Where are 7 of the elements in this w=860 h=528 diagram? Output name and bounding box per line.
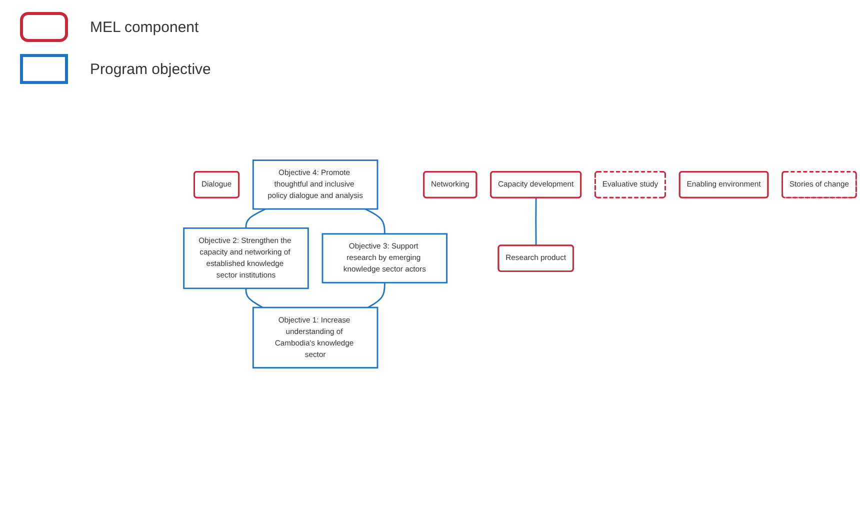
legend-label: Program objective: [90, 60, 211, 78]
legend-label: MEL component: [90, 18, 199, 36]
connector: [535, 198, 537, 246]
connector: [364, 208, 386, 234]
connector: [245, 288, 264, 308]
connector: [245, 208, 266, 228]
connector: [368, 282, 386, 308]
